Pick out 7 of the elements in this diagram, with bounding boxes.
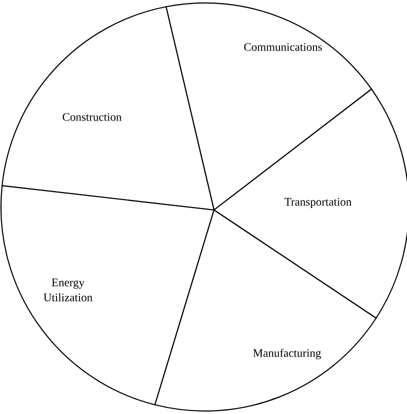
node-label: Manufacturing bbox=[253, 348, 321, 360]
pie-sector: Manufacturing bbox=[154, 209, 377, 412]
node-label: Transportation bbox=[284, 198, 352, 208]
pie-sector: Transportation bbox=[213, 88, 407, 319]
node-label: Energy Utilization bbox=[44, 278, 92, 302]
pie-sector: Construction bbox=[2, 6, 215, 211]
pie-sector: Energy Utilization bbox=[0, 185, 215, 406]
